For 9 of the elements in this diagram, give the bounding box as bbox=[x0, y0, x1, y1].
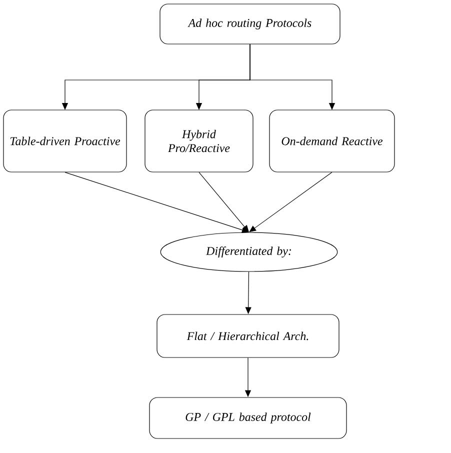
process-box: Ad hoc routing Protocols bbox=[160, 4, 340, 44]
process-box: Hybrid Pro/Reactive bbox=[144, 110, 254, 172]
process-box: GP / GPL based protocol bbox=[149, 397, 347, 439]
process-box: On-demand Reactive bbox=[269, 110, 395, 172]
arrow bbox=[250, 44, 336, 110]
arrow bbox=[64, 172, 249, 233]
process-box: Flat / Hierarchical Arch. bbox=[156, 314, 340, 358]
arrow bbox=[249, 172, 332, 232]
process-box: Table-driven Proactive bbox=[3, 110, 127, 172]
